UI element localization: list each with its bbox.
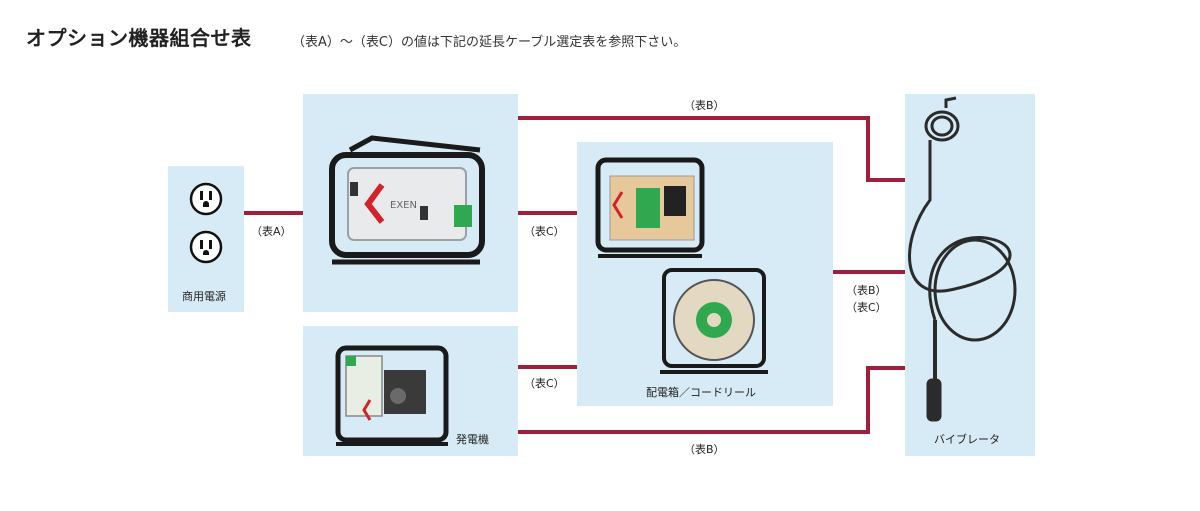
outlet-3prong-icon (189, 182, 223, 216)
edge-label-mid-c-lower: （表C） (524, 377, 565, 390)
edge-label-mid-c-upper: （表C） (524, 225, 565, 238)
edge-label-bottom-b: （表B） (684, 443, 725, 456)
wire-converter-vibrator-top (518, 116, 905, 182)
edge-label-left-a: （表A） (251, 225, 292, 238)
cord-reel-icon (660, 268, 768, 374)
edge-label-right-b: （表B） (846, 284, 887, 297)
generator-unit-icon (335, 345, 449, 446)
generator-label: 発電機 (456, 433, 489, 446)
reference-note: （表A）〜（表C）の値は下記の延長ケーブル選定表を参照下さい。 (292, 35, 687, 50)
power-label: 商用電源 (182, 290, 226, 303)
wire-generator-vibrator-bottom (518, 366, 905, 434)
distribution-box-icon (595, 157, 705, 258)
vibrator-label: バイブレータ (934, 433, 1000, 446)
vibrator-icon (908, 96, 1017, 422)
edge-label-right-c: （表C） (846, 301, 887, 314)
distribution-label: 配電箱／コードリール (646, 386, 756, 399)
converter-logo: EXEN (390, 200, 417, 211)
outlet-2prong-icon (189, 230, 223, 264)
converter-unit-icon (329, 135, 485, 265)
edge-label-top-b: （表B） (684, 99, 725, 112)
page-title: オプション機器組合せ表 (26, 26, 252, 50)
